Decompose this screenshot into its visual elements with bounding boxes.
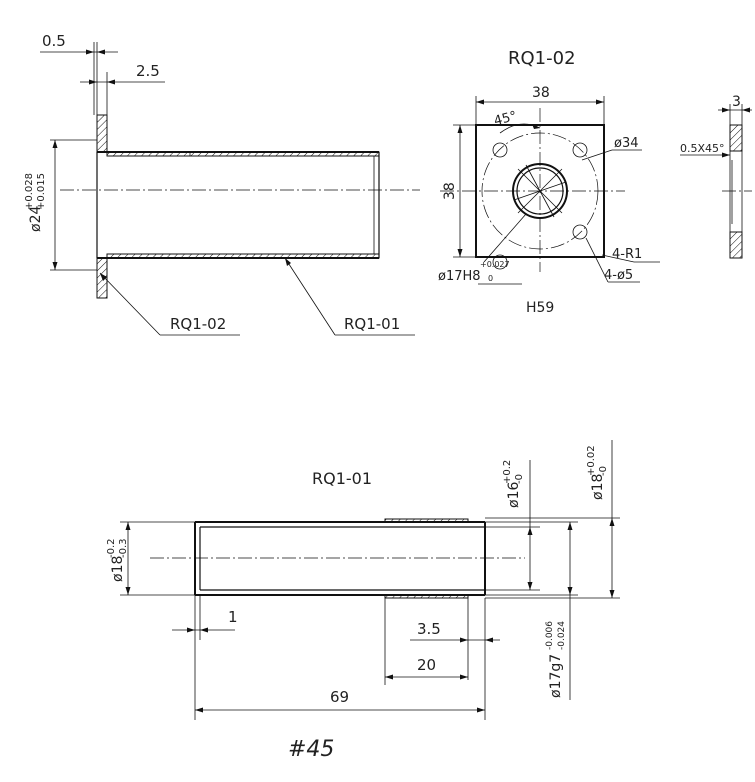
dia-16-base: ø16: [506, 482, 522, 508]
holes-4-dia-5: 4-ø5: [604, 268, 633, 283]
leader-rq1-02: RQ1-02: [170, 315, 226, 333]
leader-rq1-01: RQ1-01: [344, 315, 400, 333]
dia-18-left-lower-tol: -0.3: [118, 538, 129, 558]
radius-4-r1: 4-R1: [612, 247, 642, 262]
material-label: #45: [288, 737, 334, 762]
dim-20: 20: [417, 656, 436, 674]
flange-upper-section: [96, 114, 108, 153]
assembly-section-view: 0.5 2.5 ø24 +0.028 +0.015 RQ1-02 RQ1-01: [24, 32, 420, 336]
dia-18-left-upper-tol: -0.2: [106, 538, 117, 558]
side-dim-3: 3: [732, 94, 741, 110]
dia-18-right-lower-tol: -0: [598, 466, 609, 476]
dim-1: 1: [228, 608, 238, 626]
plate-side-view: 3 0.5X45°: [680, 94, 752, 259]
hardness-label: H59: [526, 300, 554, 316]
dia-24-lower-tol: +0.015: [36, 173, 47, 210]
hole-17-upper-tol: +0.027: [480, 260, 510, 269]
tube-title: RQ1-01: [312, 469, 372, 488]
angle-45: 45°: [492, 109, 518, 129]
dim-2-5: 2.5: [136, 62, 160, 80]
center-bore-inner: [516, 167, 564, 215]
plate-front-view: RQ1-02 38 38: [438, 48, 660, 316]
tube-detail-view: RQ1-01 ø18 -0.2 -0.3 ø16 +0.2 -: [106, 440, 620, 762]
dia-24-base: ø24: [28, 206, 44, 232]
bolt-hole-tl: [492, 142, 508, 158]
dia-17g7-base: ø17g7: [548, 654, 564, 698]
dia-17g7-lower-tol: -0.024: [557, 621, 567, 650]
hole-17-base: ø17H8: [438, 269, 481, 284]
tube-lower-step: [384, 594, 469, 599]
bolt-hole-tr: [572, 142, 588, 158]
dia-34: ø34: [614, 136, 639, 151]
chamfer-label: 0.5X45°: [680, 142, 725, 155]
dim-69: 69: [330, 688, 349, 706]
center-bore-outer: [512, 163, 568, 219]
dim-0-5: 0.5: [42, 32, 66, 50]
dim-3-5: 3.5: [417, 620, 441, 638]
dia-17g7-upper-tol: -0.006: [545, 621, 555, 650]
dia-18-right-base: ø18: [590, 474, 606, 500]
tube-upper-step: [384, 518, 469, 523]
bolt-hole-bl: [492, 254, 508, 270]
bolt-hole-br: [572, 224, 588, 240]
dia-18-right-upper-tol: +0.02: [586, 445, 597, 476]
dia-24-upper-tol: +0.028: [24, 173, 35, 210]
hole-17-label: ø17H8 +0.027 0: [438, 260, 522, 285]
dia-16-upper-tol: +0.2: [502, 460, 513, 484]
dia-16-lower-tol: -0: [514, 474, 525, 484]
plate-dim-38-width: 38: [532, 85, 550, 101]
hole-17-lower-tol: 0: [488, 274, 493, 283]
plate-title: RQ1-02: [508, 48, 576, 69]
plate-dim-38-height: 38: [442, 182, 458, 200]
dia-18-left-base: ø18: [110, 556, 126, 582]
